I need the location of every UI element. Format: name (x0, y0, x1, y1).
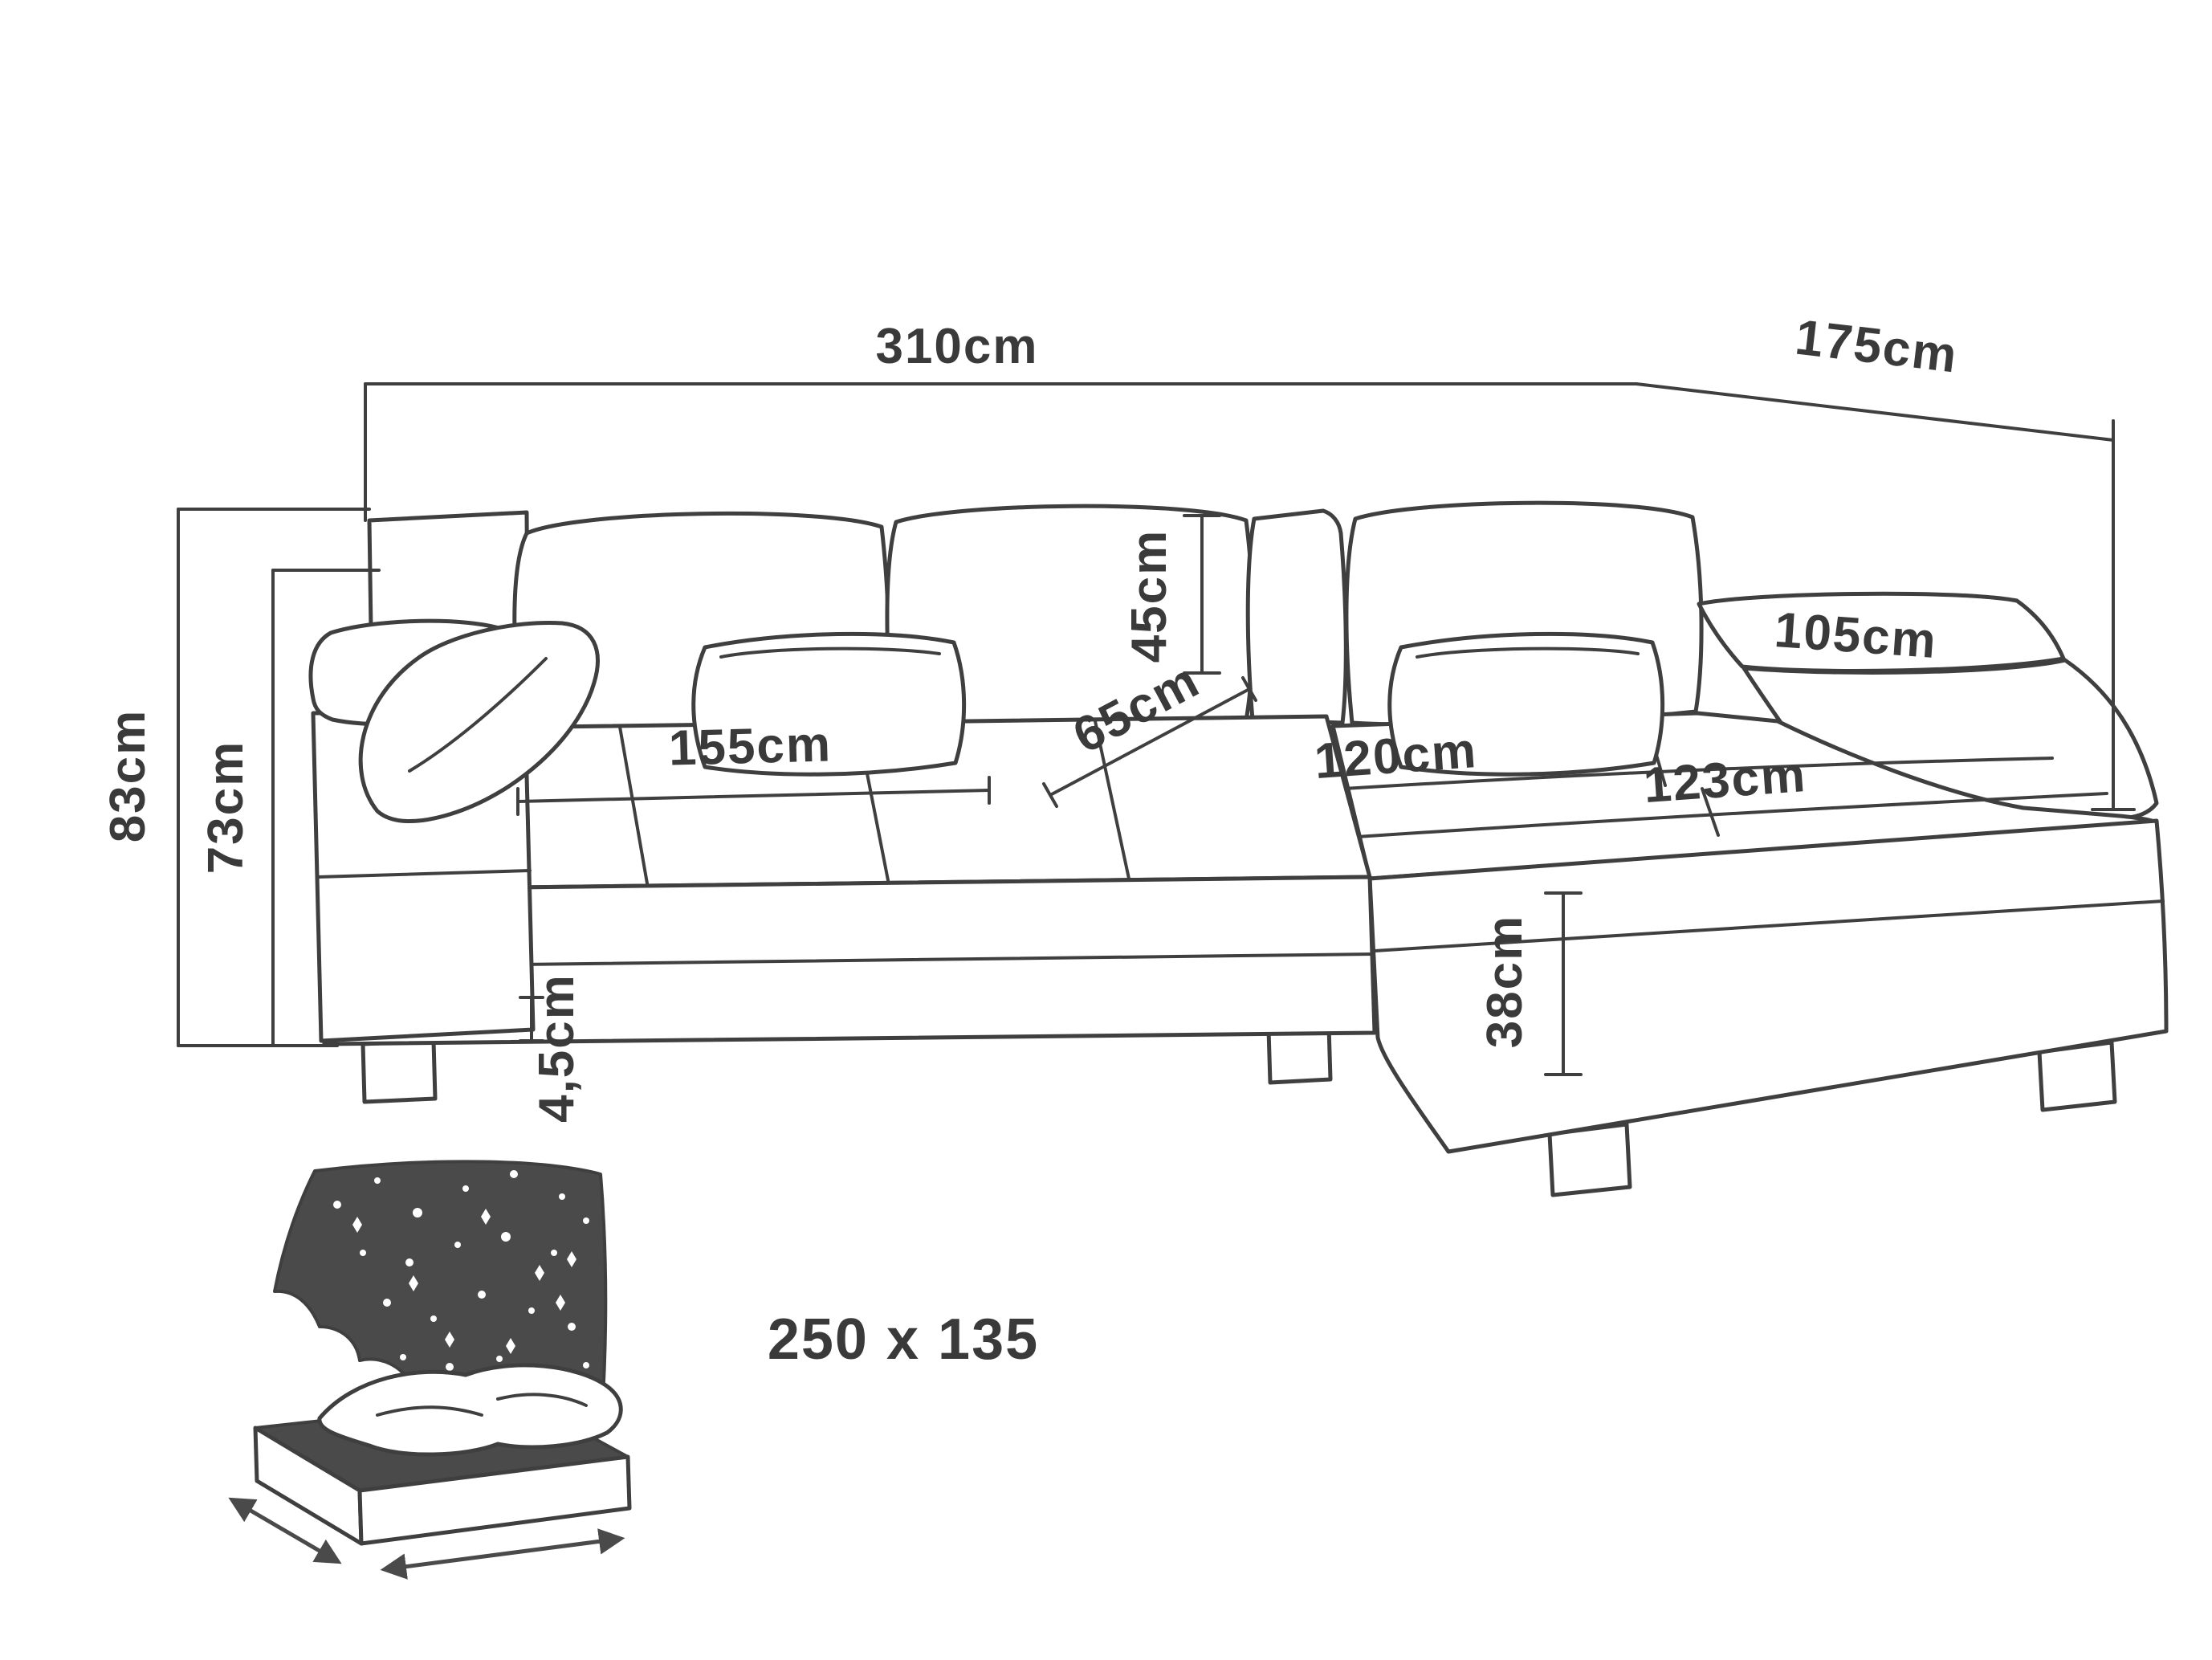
blanket-fold (376, 1405, 483, 1417)
bed-width-arrow (228, 1497, 342, 1564)
pillow-fold (719, 646, 941, 659)
dim-line-seat-depth (1049, 687, 1251, 797)
blanket-fold (496, 1393, 588, 1407)
label-chaise-side-height: 38cm (1477, 915, 1533, 1049)
bed-length-arrow (380, 1528, 625, 1580)
mattress-front-right (357, 1454, 632, 1546)
sofa-leg (1547, 1122, 1632, 1197)
label-chaise-length: 123cm (1642, 747, 1808, 814)
seat-seam (1094, 720, 1130, 880)
chaise-seat-seam (1355, 792, 2108, 838)
label-inner-height: 73cm (198, 740, 254, 875)
label-chaise-width: 120cm (1313, 723, 1479, 789)
label-back-cushion-height: 45cm (1122, 529, 1177, 663)
label-seat-width: 155cm (668, 716, 833, 776)
back-cushion-corner (1245, 508, 1348, 725)
pillow-right (1387, 631, 1665, 777)
seat-seam (618, 725, 649, 885)
chaise-front-seam (1373, 899, 2165, 952)
pillow-fold (408, 657, 548, 773)
pillow-middle (691, 631, 967, 777)
dim-tick (1042, 782, 1058, 808)
label-total-depth: 175cm (1793, 310, 1961, 384)
label-total-height: 83cm (100, 709, 156, 843)
label-armrest-length: 105cm (1773, 602, 1939, 669)
sleeping-area-icon (228, 1160, 632, 1580)
sofa-drawing (308, 500, 2169, 1197)
dimension-lines (177, 382, 2136, 1076)
chaise-seat-seam (1701, 787, 1720, 837)
blanket (317, 1363, 623, 1457)
left-armrest-seam (316, 869, 532, 879)
label-total-width: 310cm (875, 319, 1038, 374)
label-sleeping-area: 250 x 135 (768, 1307, 1039, 1372)
chaise-front-face (1367, 818, 2169, 1154)
dim-tick (1241, 676, 1257, 702)
pillow-fold (1416, 646, 1640, 659)
sofa-leg (361, 1038, 438, 1104)
label-detail-height: 4,5cm (529, 973, 585, 1123)
chaise-seat-seam (1342, 757, 2054, 790)
dim-line-seat-width (516, 789, 991, 803)
dim-line-total-depth (1635, 382, 2115, 442)
